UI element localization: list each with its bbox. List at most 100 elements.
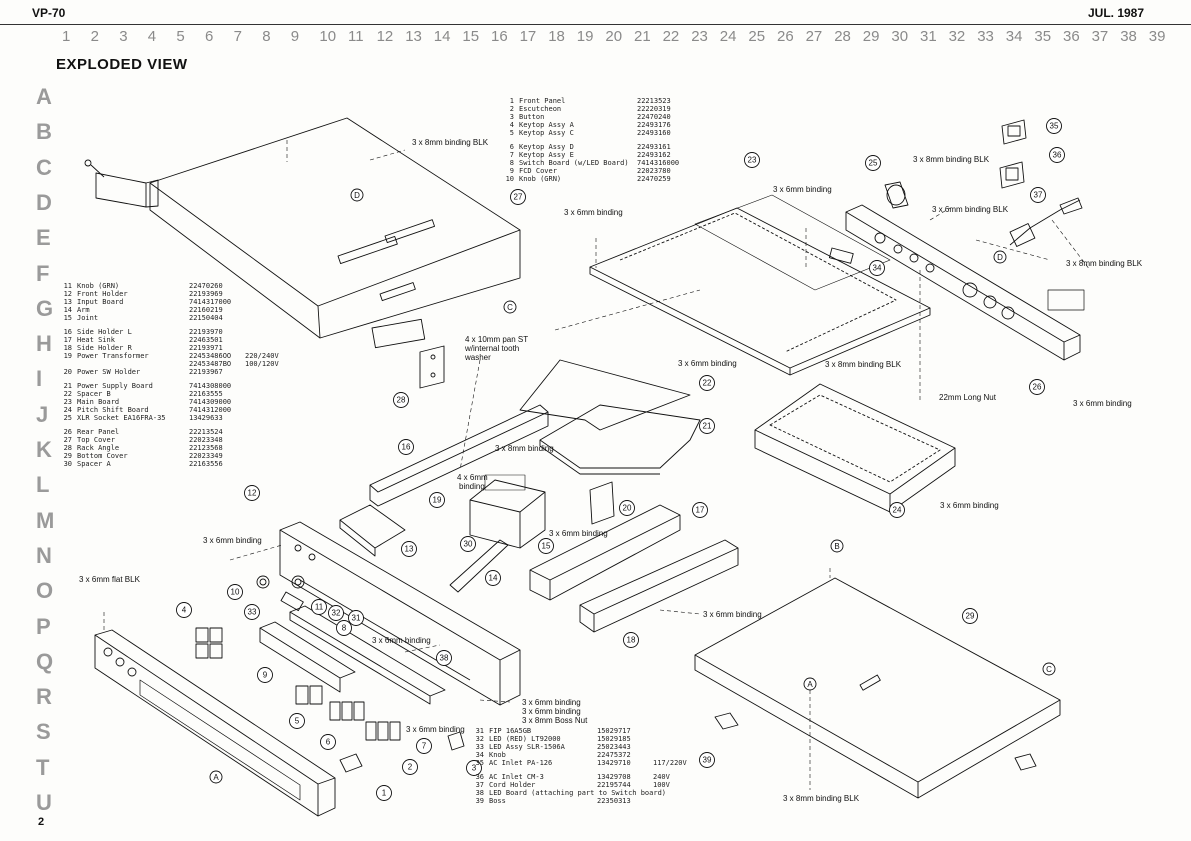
part-name: Cord Holder xyxy=(489,781,536,789)
callout-label: 20 xyxy=(623,504,632,513)
column-number: 3 xyxy=(119,28,128,45)
callout-label: 3 xyxy=(472,764,477,773)
column-number: 5 xyxy=(176,28,185,45)
part-number: 36 xyxy=(475,773,484,781)
part-code: 22493162 xyxy=(637,151,671,159)
part-number: 16 xyxy=(63,328,72,336)
part-name: Keytop Assy C xyxy=(519,129,574,137)
callout-label: 33 xyxy=(248,608,257,617)
column-number: 38 xyxy=(1120,28,1137,45)
part-code: 22163556 xyxy=(189,460,223,468)
part-note xyxy=(241,460,245,468)
part-row: 36 AC Inlet CM-3 13429708 240V xyxy=(470,773,687,781)
part-name: Input Board xyxy=(77,298,124,306)
callout-circle xyxy=(699,375,715,391)
callout-circle xyxy=(865,155,881,171)
main-board xyxy=(589,194,931,376)
part-name: LED (RED) LT92000 xyxy=(489,735,561,743)
callout-label: 5 xyxy=(295,717,300,726)
part-note xyxy=(693,105,697,113)
callout-label: 18 xyxy=(627,636,636,645)
part-number: 12 xyxy=(63,290,72,298)
part-code: 13429708 xyxy=(597,773,631,781)
part-number: 18 xyxy=(63,344,72,352)
callout-circle xyxy=(460,536,476,552)
callout-label: 9 xyxy=(263,671,268,680)
arm xyxy=(449,539,509,593)
row-letter: D xyxy=(36,189,52,215)
screw-label: 4 x 6mm xyxy=(457,473,488,482)
part-code: 22493176 xyxy=(637,121,671,129)
part-note xyxy=(241,406,245,414)
part-note: 117/220V xyxy=(653,759,687,767)
part-code: 22475372 xyxy=(597,751,631,759)
column-number: 23 xyxy=(691,28,708,45)
part-code: 22193967 xyxy=(189,368,223,376)
part-code: 7414316000 xyxy=(637,159,680,167)
part-number: 15 xyxy=(63,314,72,322)
part-code: 22470260 xyxy=(189,282,223,290)
row-letter: O xyxy=(36,578,54,604)
callout-circle xyxy=(744,152,760,168)
screw-label: 3 x 6mm binding xyxy=(1073,399,1132,408)
part-name: AC Inlet CM-3 xyxy=(489,773,544,781)
part-number: 28 xyxy=(63,444,72,452)
part-note xyxy=(693,151,697,159)
part-note xyxy=(241,306,245,314)
callout-label: 8 xyxy=(342,624,347,633)
callout-circle xyxy=(889,502,905,518)
part-number: 25 xyxy=(63,414,72,422)
part-number: 2 xyxy=(509,105,514,113)
part-code: 22123568 xyxy=(189,444,223,452)
part-note xyxy=(649,743,653,751)
callout-label: 11 xyxy=(315,603,324,612)
connector-c-label: C xyxy=(507,303,513,312)
column-number: 34 xyxy=(1005,28,1023,45)
column-number: 2 xyxy=(90,28,99,45)
part-code: 22213524 xyxy=(189,428,223,436)
fcd-cover xyxy=(259,621,356,693)
part-note xyxy=(693,113,697,121)
part-number: 38 xyxy=(475,789,484,797)
part-name: Knob xyxy=(489,751,506,759)
ac-inlets xyxy=(828,119,1083,264)
connector-a-label: A xyxy=(807,680,813,689)
callout-circle xyxy=(244,485,260,501)
column-number: 13 xyxy=(405,28,422,45)
part-note: 100/120V xyxy=(245,360,279,368)
callout-circle xyxy=(227,584,243,600)
part-note: 240V xyxy=(653,773,670,781)
callout-circle xyxy=(436,650,452,666)
part-note xyxy=(241,444,245,452)
part-name: Front Panel xyxy=(519,97,566,105)
part-number: 27 xyxy=(63,436,72,444)
screw-label: 3 x 6mm binding xyxy=(522,707,581,716)
part-code: 22493160 xyxy=(637,129,671,137)
part-number: 33 xyxy=(475,743,484,751)
callout-label: 23 xyxy=(748,156,757,165)
part-name: Spacer B xyxy=(77,390,111,398)
part-code: 22220319 xyxy=(637,105,671,113)
row-letter: I xyxy=(36,366,43,392)
callout-circle xyxy=(376,785,392,801)
callout-circle xyxy=(320,734,336,750)
part-number: 24 xyxy=(63,406,72,414)
row-letter: A xyxy=(36,84,52,109)
pan-screw-label: washer xyxy=(464,353,491,362)
part-name: Joint xyxy=(77,314,99,322)
part-note xyxy=(241,336,245,344)
row-letter: B xyxy=(36,119,52,145)
column-number: 10 xyxy=(319,28,337,45)
part-number: 39 xyxy=(475,797,484,805)
part-number: 1 xyxy=(509,97,514,105)
